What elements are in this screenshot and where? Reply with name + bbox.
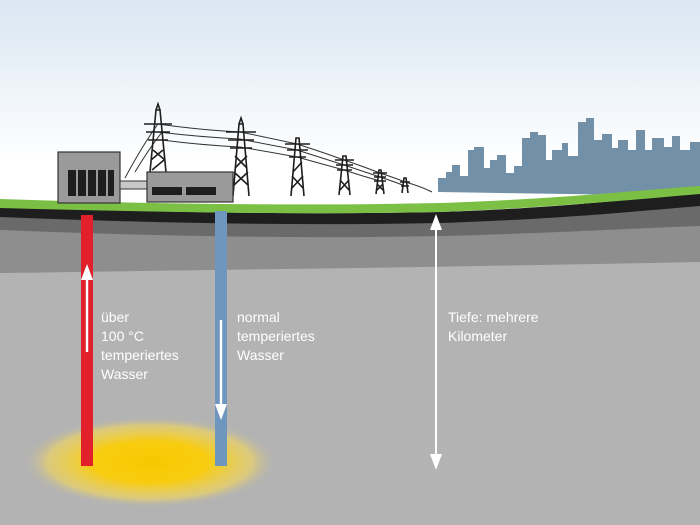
- city-skyline-icon: [438, 118, 700, 196]
- depth-label: Tiefe: mehrere Kilometer: [448, 309, 539, 344]
- grass-surface: [0, 186, 700, 214]
- cold-water-label: normal temperiertes Wasser: [237, 309, 315, 363]
- power-plant-icon: [57, 151, 234, 204]
- hot-water-label: über 100 °C temperiertes Wasser: [101, 309, 179, 382]
- soil-layer: [0, 193, 700, 225]
- arrow-up-icon: [81, 264, 93, 352]
- arrow-down-icon: [215, 320, 227, 420]
- depth-arrow-icon: [430, 214, 442, 470]
- heat-zone: [22, 416, 278, 508]
- rock-layer-dark: [0, 204, 700, 238]
- transmission-pylon-icon: [144, 101, 410, 197]
